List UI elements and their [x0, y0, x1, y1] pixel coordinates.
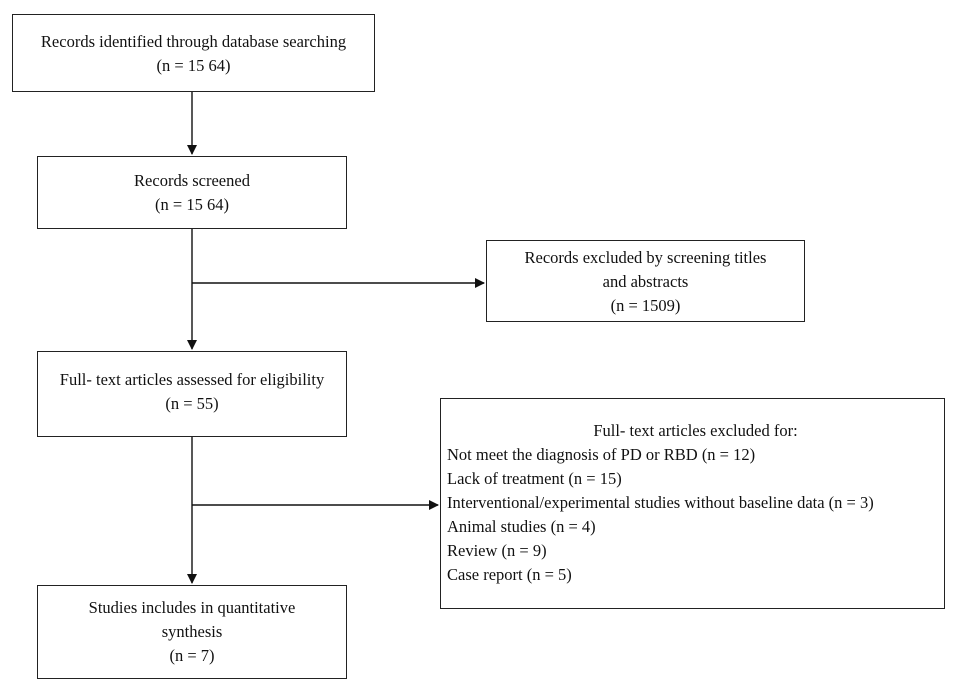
studies-included-count: (n = 7) [169, 646, 215, 665]
records-screened-box: Records screened (n = 15 64) [37, 156, 347, 229]
records-screened-count: (n = 15 64) [155, 195, 229, 214]
exclusion-reason: Lack of treatment (n = 15) [447, 469, 622, 488]
records-identified-count: (n = 15 64) [156, 56, 231, 75]
fulltext-assessed-count: (n = 55) [165, 394, 219, 413]
records-identified-label: Records identified through database sear… [40, 32, 347, 51]
records-excluded-label-line2: and abstracts [602, 272, 689, 291]
exclusion-reason: Interventional/experimental studies with… [447, 493, 874, 512]
studies-included-label-line2: synthesis [161, 622, 223, 641]
exclusion-reason: Not meet the diagnosis of PD or RBD (n =… [447, 445, 756, 464]
fulltext-excluded-box: Full- text articles excluded for: Not me… [440, 398, 945, 609]
exclusion-reasons-list: Not meet the diagnosis of PD or RBD (n =… [447, 443, 944, 587]
fulltext-assessed-label: Full- text articles assessed for eligibi… [59, 370, 325, 389]
exclusion-reason: Animal studies (n = 4) [447, 517, 596, 536]
records-identified-box: Records identified through database sear… [12, 14, 375, 92]
studies-included-box: Studies includes in quantitative synthes… [37, 585, 347, 679]
records-screened-label: Records screened [134, 171, 250, 190]
exclusion-reason: Review (n = 9) [447, 541, 547, 560]
fulltext-excluded-heading: Full- text articles excluded for: [593, 421, 798, 440]
exclusion-reason: Case report (n = 5) [447, 565, 572, 584]
records-excluded-label-line1: Records excluded by screening titles [524, 248, 767, 267]
records-excluded-box: Records excluded by screening titles and… [486, 240, 805, 322]
records-excluded-count: (n = 1509) [610, 296, 681, 315]
fulltext-assessed-box: Full- text articles assessed for eligibi… [37, 351, 347, 437]
studies-included-label-line1: Studies includes in quantitative [88, 598, 296, 617]
